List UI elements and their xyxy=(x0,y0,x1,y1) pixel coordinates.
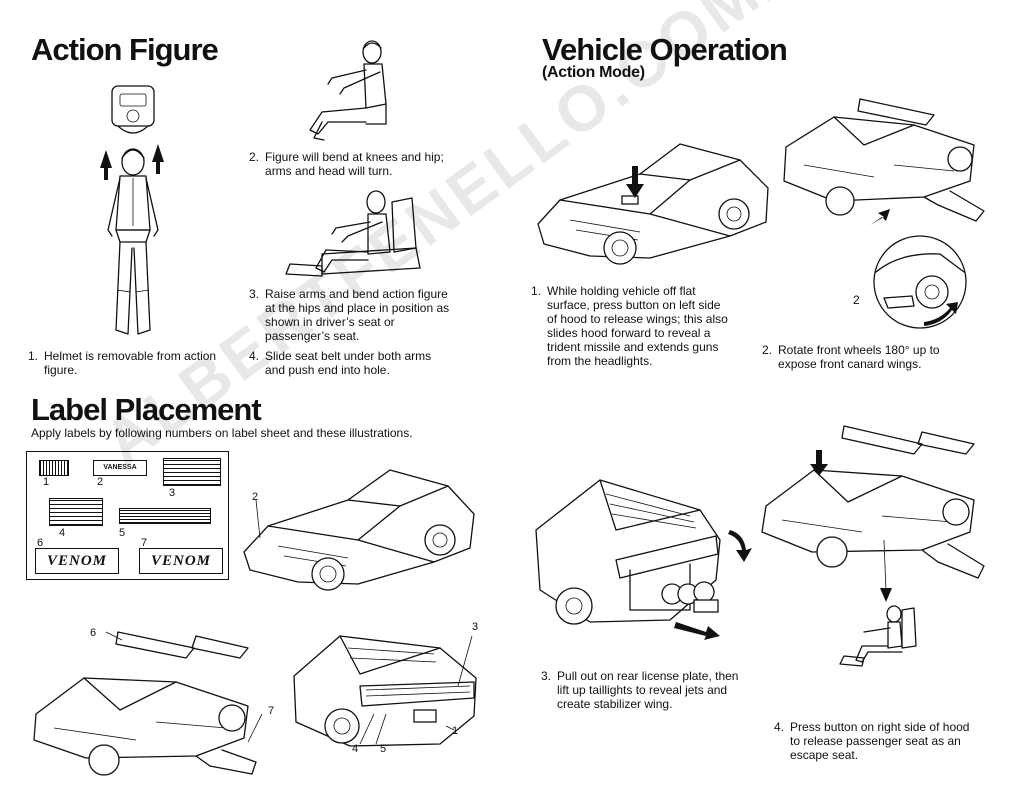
car-rear-labels-illustration xyxy=(293,635,477,747)
label-sheet-number-1: 1 xyxy=(43,476,50,488)
car-flying-callout-6: 6 xyxy=(90,627,97,639)
label-2-vanessa: VANESSA xyxy=(93,460,147,476)
inset-step-number: 2 xyxy=(853,293,860,307)
car-rear-callout-4: 4 xyxy=(352,743,359,755)
car-wings-released-illustration xyxy=(783,98,985,225)
label-7-venom: VENOM xyxy=(139,548,223,574)
action-figure-title: Action Figure xyxy=(31,32,219,67)
label-placement-title: Label Placement xyxy=(31,392,262,427)
label-placement-instructions: Apply labels by following numbers on lab… xyxy=(31,426,413,440)
label-sheet-number-3: 3 xyxy=(169,487,176,499)
car-front-callout-2: 2 xyxy=(252,491,259,503)
front-wheel-inset-illustration xyxy=(873,235,967,329)
car-rear-jets-illustration xyxy=(535,479,752,640)
car-press-button-illustration xyxy=(537,143,769,265)
figure-in-seat-illustration xyxy=(285,190,421,277)
label-1-swatch xyxy=(39,460,69,476)
vehicle-step-4: 4.Press button on right side of hood to … xyxy=(774,720,970,762)
vehicle-step-2: 2.Rotate front wheels 180° up to expose … xyxy=(762,343,940,371)
vehicle-step-1: 1.While holding vehicle off flat surface… xyxy=(531,284,728,368)
car-flying-callout-7: 7 xyxy=(268,705,275,717)
car-front-labels-illustration xyxy=(243,469,475,591)
label-3-swatch xyxy=(163,458,221,486)
figure-helmet-illustration xyxy=(100,85,164,335)
label-5-swatch xyxy=(119,508,211,524)
action-figure-step-4: 4.Slide seat belt under both arms and pu… xyxy=(249,349,432,377)
car-rear-callout-1: 1 xyxy=(452,725,459,737)
vehicle-operation-subtitle: (Action Mode) xyxy=(542,64,645,81)
label-4-swatch xyxy=(49,498,103,526)
label-sheet-number-5: 5 xyxy=(119,527,126,539)
vehicle-operation-title: Vehicle Operation xyxy=(542,32,788,67)
label-6-venom: VENOM xyxy=(35,548,119,574)
label-sheet: 1 VANESSA 2 3 4 5 6 VENOM 7 VENOM xyxy=(26,451,229,580)
label-sheet-number-4: 4 xyxy=(59,527,66,539)
car-flying-labels-illustration xyxy=(33,631,263,776)
car-rear-callout-3: 3 xyxy=(472,621,479,633)
car-rear-callout-5: 5 xyxy=(380,743,387,755)
action-figure-step-1: 1.Helmet is removable from action figure… xyxy=(28,349,217,377)
label-sheet-number-7: 7 xyxy=(141,537,148,549)
label-sheet-number-6: 6 xyxy=(37,537,44,549)
label-sheet-number-2: 2 xyxy=(97,476,104,488)
vehicle-step-3: 3.Pull out on rear license plate, then l… xyxy=(541,669,739,711)
action-figure-step-2: 2.Figure will bend at knees and hip; arm… xyxy=(249,150,444,178)
action-figure-step-3: 3.Raise arms and bend action figure at t… xyxy=(249,287,450,343)
car-escape-seat-illustration xyxy=(761,425,985,667)
figure-sitting-illustration xyxy=(309,40,387,141)
